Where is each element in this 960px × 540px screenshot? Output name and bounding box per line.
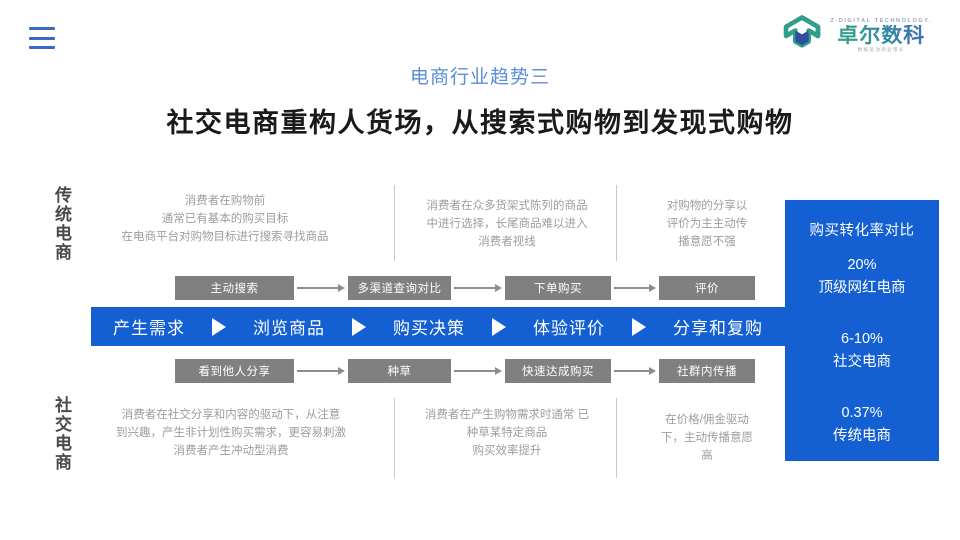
- journey-step-4[interactable]: 体验评价: [533, 319, 605, 338]
- arrow-shaft: [454, 370, 495, 372]
- stat-panel-title: 购买转化率对比: [809, 223, 915, 239]
- arrow-shaft: [614, 287, 649, 289]
- arrow-head: [495, 367, 502, 375]
- arrow-shaft: [297, 370, 338, 372]
- stat-label-1: 顶级网红电商: [818, 280, 906, 297]
- journey-step-1[interactable]: 产生需求: [113, 319, 185, 338]
- arrow-head: [338, 367, 345, 375]
- journey-arrow-4-icon: [632, 317, 646, 336]
- arrow-head: [649, 284, 656, 292]
- stat-item-2: 6-10% 社交电商: [833, 328, 891, 375]
- divider-bottom-1: [394, 398, 395, 478]
- stat-label-3: 传统电商: [833, 428, 891, 445]
- stat-label-2: 社交电商: [833, 354, 891, 371]
- flow-box-traditional-2[interactable]: 多渠道查询对比: [348, 276, 451, 300]
- customer-journey-bar: 产生需求 浏览商品 购买决策 体验评价 分享和复购: [91, 307, 785, 346]
- menu-bar-3: [29, 46, 55, 49]
- stat-item-1: 20% 顶级网红电商: [819, 254, 906, 301]
- logo-chinese-text: 卓尔数科: [837, 23, 926, 47]
- flow-box-traditional-4[interactable]: 评价: [659, 276, 755, 300]
- page-title: 社交电商重构人货场，从搜索式购物到发现式购物: [166, 108, 794, 138]
- journey-step-5[interactable]: 分享和复购: [673, 319, 763, 338]
- page-subtitle: 电商行业趋势三: [409, 67, 550, 88]
- top-description-2: 消费者在众多货架式陈列的商品 中进行选择，长尾商品难以进入 消费者视线: [426, 200, 588, 249]
- flow-box-social-1[interactable]: 看到他人分享: [175, 359, 294, 383]
- arrow-shaft: [614, 370, 649, 372]
- flow-arrow-traditional-3: [614, 283, 656, 293]
- menu-bar-2: [29, 36, 55, 40]
- arrow-shaft: [454, 287, 495, 289]
- top-description-3: 对购物的分享以 评价为主主动传 播意愿不强: [666, 200, 748, 249]
- flow-arrow-social-2: [454, 366, 502, 376]
- flow-arrow-social-3: [614, 366, 656, 376]
- flow-arrow-traditional-2: [454, 283, 502, 293]
- stat-value-3: 0.37%: [841, 404, 883, 421]
- stat-value-2: 6-10%: [841, 330, 883, 347]
- bottom-description-2: 消费者在产生购物需求时通常 已 种草某特定商品 购买效率提升: [424, 409, 590, 458]
- arrow-shaft: [297, 287, 338, 289]
- journey-step-2[interactable]: 浏览商品: [253, 319, 325, 338]
- company-logo: Z-DIGITAL TECHNOLOGY. 卓尔数科 数据驱动商业增长: [781, 14, 932, 58]
- journey-arrow-2-icon: [352, 317, 366, 336]
- hamburger-menu-icon[interactable]: [29, 27, 55, 49]
- bottom-description-1: 消费者在社交分享和内容的驱动下，从注意 到兴趣，产生非计划性购买需求，更容易刺激…: [116, 409, 346, 458]
- divider-top-1: [394, 185, 395, 261]
- side-label-traditional: 传统电商: [52, 186, 71, 262]
- logo-mark-icon: [784, 15, 821, 48]
- journey-step-3[interactable]: 购买决策: [393, 319, 465, 338]
- logo-english-text: Z-DIGITAL TECHNOLOGY.: [830, 18, 932, 25]
- divider-bottom-2: [616, 398, 617, 478]
- side-label-social: 社交电商: [52, 396, 71, 472]
- conversion-rate-panel: 购买转化率对比 20% 顶级网红电商 6-10% 社交电商 0.37% 传统电商: [785, 200, 939, 461]
- bottom-description-3: 在价格/佣金驱动 下，主动传播意愿 高: [661, 414, 753, 463]
- flow-box-social-4[interactable]: 社群内传播: [659, 359, 755, 383]
- flow-box-social-2[interactable]: 种草: [348, 359, 451, 383]
- flow-box-social-3[interactable]: 快速达成购买: [505, 359, 611, 383]
- flow-arrow-traditional-1: [297, 283, 345, 293]
- menu-bar-1: [29, 27, 55, 30]
- flow-arrow-social-1: [297, 366, 345, 376]
- arrow-head: [338, 284, 345, 292]
- arrow-head: [495, 284, 502, 292]
- top-description-1: 消费者在购物前 通常已有基本的购买目标 在电商平台对购物目标进行搜索寻找商品: [121, 195, 329, 244]
- divider-top-2: [616, 185, 617, 261]
- arrow-head: [649, 367, 656, 375]
- flow-box-traditional-1[interactable]: 主动搜索: [175, 276, 294, 300]
- stat-item-3: 0.37% 传统电商: [833, 402, 891, 449]
- stat-value-1: 20%: [847, 257, 877, 273]
- logo-tagline: 数据驱动商业增长: [857, 46, 905, 52]
- flow-box-traditional-3[interactable]: 下单购买: [505, 276, 611, 300]
- journey-arrow-1-icon: [212, 317, 226, 336]
- journey-arrow-3-icon: [492, 317, 506, 336]
